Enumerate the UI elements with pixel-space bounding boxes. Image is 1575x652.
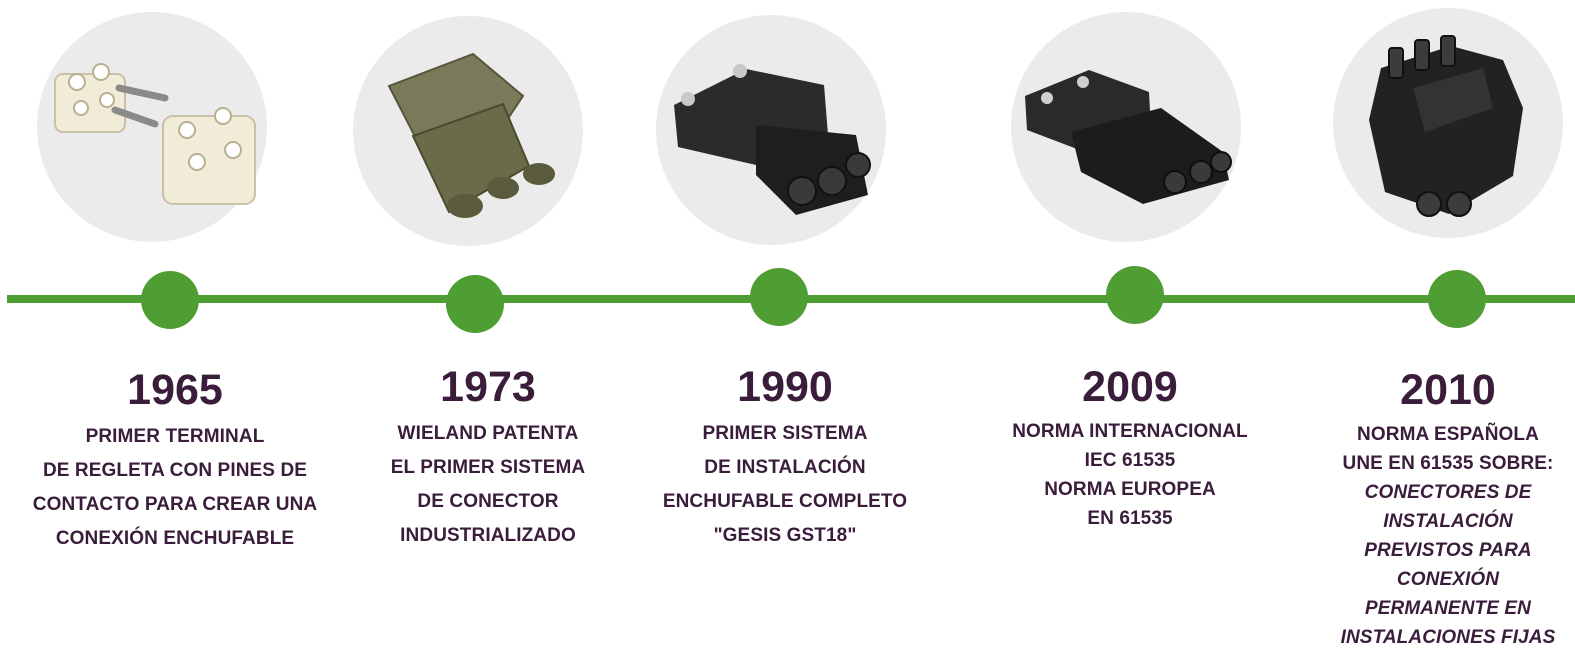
- description-line: UNE EN 61535 SOBRE:: [1342, 453, 1554, 474]
- description-line: CONTACTO PARA CREAR UNA: [32, 494, 318, 515]
- milestone-dot-2009: [1106, 266, 1164, 324]
- milestone-description: NORMA ESPAÑOLA UNE EN 61535 SOBRE: CONEC…: [1278, 420, 1575, 652]
- description-line-italic: INSTALACIONES FIJAS: [1340, 627, 1556, 648]
- milestone-year: 1973: [440, 363, 536, 411]
- description-line-italic: CONECTORES DE: [1364, 482, 1532, 503]
- description-line: NORMA EUROPEA: [1044, 479, 1216, 500]
- milestone-1973: 1973 WIELAND PATENTA EL PRIMER SISTEMA D…: [318, 362, 658, 553]
- description-line: ENCHUFABLE COMPLETO: [662, 491, 908, 512]
- milestone-year: 1990: [737, 363, 833, 411]
- milestone-description: WIELAND PATENTA EL PRIMER SISTEMA DE CON…: [318, 417, 658, 553]
- description-line-italic: CONEXIÓN: [1396, 569, 1500, 590]
- description-line: EN 61535: [1087, 508, 1173, 529]
- milestone-2010: 2010 NORMA ESPAÑOLA UNE EN 61535 SOBRE: …: [1278, 365, 1575, 652]
- description-line: "GESIS GST18": [713, 525, 857, 546]
- product-image-2010: [1333, 8, 1563, 238]
- milestone-description: PRIMER SISTEMA DE INSTALACIÓN ENCHUFABLE…: [615, 417, 955, 553]
- milestone-dot-1965: [141, 271, 199, 329]
- iec-connector-icon: [1025, 70, 1232, 204]
- description-line: NORMA ESPAÑOLA: [1357, 424, 1539, 445]
- milestone-dot-1990: [750, 268, 808, 326]
- description-line: NORMA INTERNACIONAL: [1012, 421, 1248, 442]
- product-image-1965: [37, 12, 267, 242]
- milestone-1965: 1965 PRIMER TERMINAL DE REGLETA CON PINE…: [5, 365, 345, 556]
- description-line: PRIMER TERMINAL: [85, 426, 265, 447]
- milestone-1990: 1990 PRIMER SISTEMA DE INSTALACIÓN ENCHU…: [615, 362, 955, 553]
- description-line: WIELAND PATENTA: [397, 423, 579, 444]
- milestone-2009: 2009 NORMA INTERNACIONAL IEC 61535 NORMA…: [960, 362, 1300, 533]
- wieland-connector-icon: [387, 52, 555, 218]
- milestone-year: 1965: [127, 366, 223, 414]
- milestone-dot-1973: [446, 275, 504, 333]
- description-line-italic: PERMANENTE EN: [1365, 598, 1531, 619]
- description-line: EL PRIMER SISTEMA: [390, 457, 586, 478]
- description-line: IEC 61535: [1084, 450, 1176, 471]
- milestone-description: PRIMER TERMINAL DE REGLETA CON PINES DE …: [5, 420, 345, 556]
- description-line-italic: INSTALACIÓN: [1383, 511, 1513, 532]
- gesis-gst18-connector-icon: [674, 64, 871, 215]
- milestone-description: NORMA INTERNACIONAL IEC 61535 NORMA EURO…: [960, 417, 1300, 533]
- description-line-italic: PREVISTOS PARA: [1364, 540, 1532, 561]
- description-line: DE REGLETA CON PINES DE: [42, 460, 308, 481]
- product-image-1973: [353, 16, 583, 246]
- description-line: CONEXIÓN ENCHUFABLE: [55, 528, 295, 549]
- milestone-year: 2010: [1400, 366, 1496, 414]
- description-line: PRIMER SISTEMA: [702, 423, 868, 444]
- milestone-dot-2010: [1428, 270, 1486, 328]
- distribution-block-icon: [1369, 35, 1523, 217]
- product-image-1990: [656, 15, 886, 245]
- regleta-terminal-icon: [54, 63, 256, 205]
- product-image-2009: [1011, 12, 1241, 242]
- description-line: DE CONECTOR: [417, 491, 559, 512]
- milestone-year: 2009: [1082, 363, 1178, 411]
- description-line: INDUSTRIALIZADO: [400, 525, 576, 546]
- description-line: DE INSTALACIÓN: [704, 457, 866, 478]
